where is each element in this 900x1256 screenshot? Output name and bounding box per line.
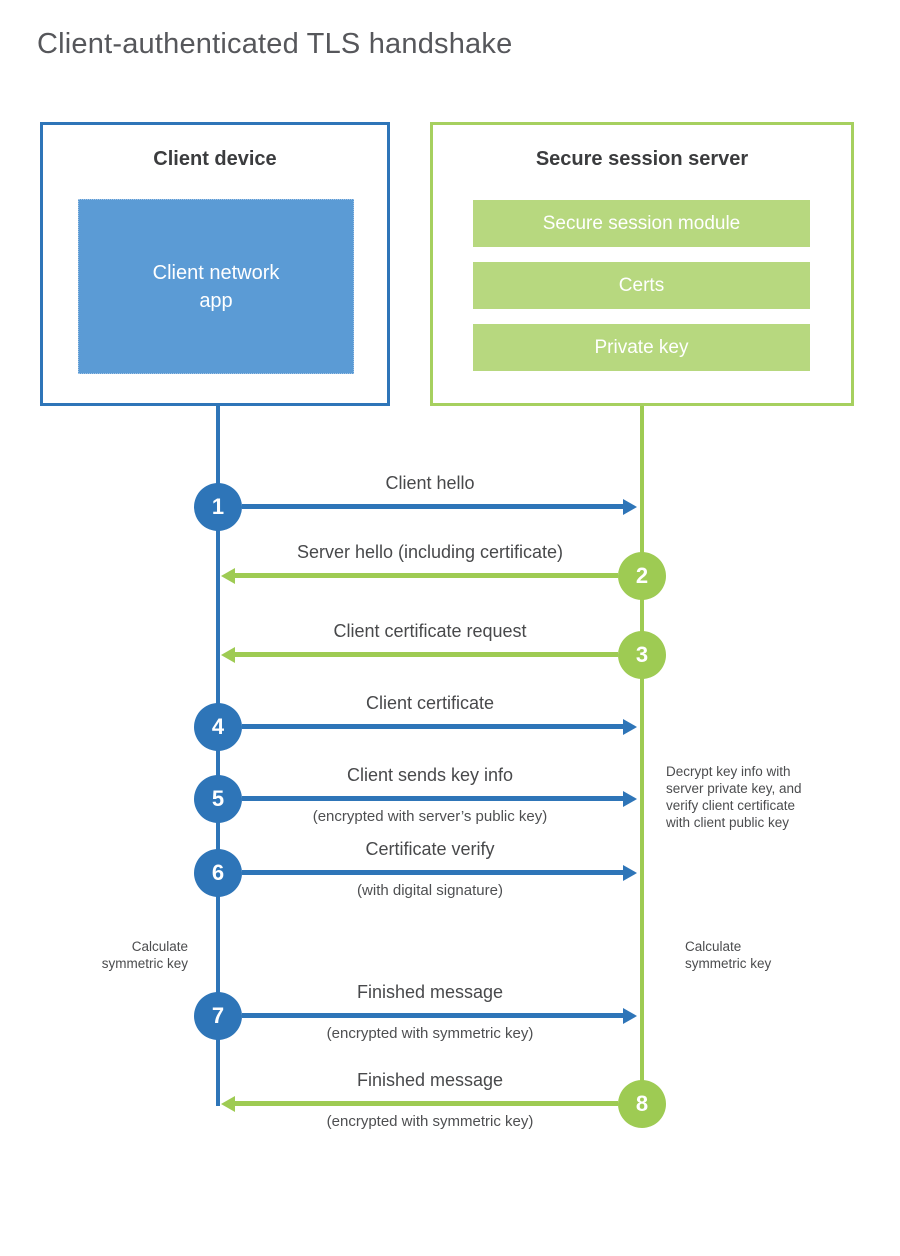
server-module-certs: Certs [473,262,810,309]
note-line: Calculate [685,939,742,954]
server-decrypt-note: Decrypt key info with server private key… [666,763,842,831]
client-calculate-key-note: Calculate symmetric key [58,938,188,972]
step-3-label: Client certificate request [333,621,527,641]
arrow-left-icon [221,646,618,663]
step-7-badge: 7 [194,992,242,1040]
secure-session-server-title: Secure session server [535,148,749,170]
arrow-right-icon [242,1007,637,1024]
step-2-badge: 2 [618,552,666,600]
server-module-private-key: Private key [473,324,810,371]
client-app-label-line2: app [199,289,233,312]
step-8-sublabel: (encrypted with symmetric key) [326,1113,534,1130]
note-line: symmetric key [685,956,772,971]
note-line: server private key, and [666,781,802,796]
client-network-app-box: Client network app [78,199,354,374]
arrow-right-icon [242,864,637,881]
step-7-sublabel: (encrypted with symmetric key) [326,1025,534,1042]
note-line: verify client certificate [666,798,796,813]
server-lifeline [640,406,644,1104]
arrow-right-icon [242,498,637,515]
step-7-label: Finished message [356,982,504,1002]
step-1-badge: 1 [194,483,242,531]
client-app-label-line1: Client network [152,261,280,284]
step-5-badge: 5 [194,775,242,823]
step-6-badge: 6 [194,849,242,897]
step-4-badge: 4 [194,703,242,751]
page-title: Client-authenticated TLS handshake [37,28,513,60]
note-line: with client public key [666,815,790,830]
step-4-label: Client certificate [365,693,495,713]
arrow-left-icon [221,1095,618,1112]
arrow-right-icon [242,790,637,807]
client-device-title: Client device [153,148,277,170]
step-2-label: Server hello (including certificate) [296,542,564,562]
note-line: Calculate [131,939,188,954]
note-line: Decrypt key info with [666,764,791,779]
step-8-badge: 8 [618,1080,666,1128]
step-8-label: Finished message [356,1070,504,1090]
arrow-right-icon [242,718,637,735]
note-line: symmetric key [101,956,188,971]
step-5-sublabel: (encrypted with server’s public key) [312,808,548,825]
client-lifeline [216,406,220,1106]
server-module-secure-session: Secure session module [473,200,810,247]
server-calculate-key-note: Calculate symmetric key [685,938,815,972]
step-6-label: Certificate verify [365,839,495,859]
step-6-sublabel: (with digital signature) [357,882,503,899]
arrow-left-icon [221,567,618,584]
step-1-label: Client hello [385,473,475,493]
step-5-label: Client sends key info [346,765,514,785]
step-3-badge: 3 [618,631,666,679]
